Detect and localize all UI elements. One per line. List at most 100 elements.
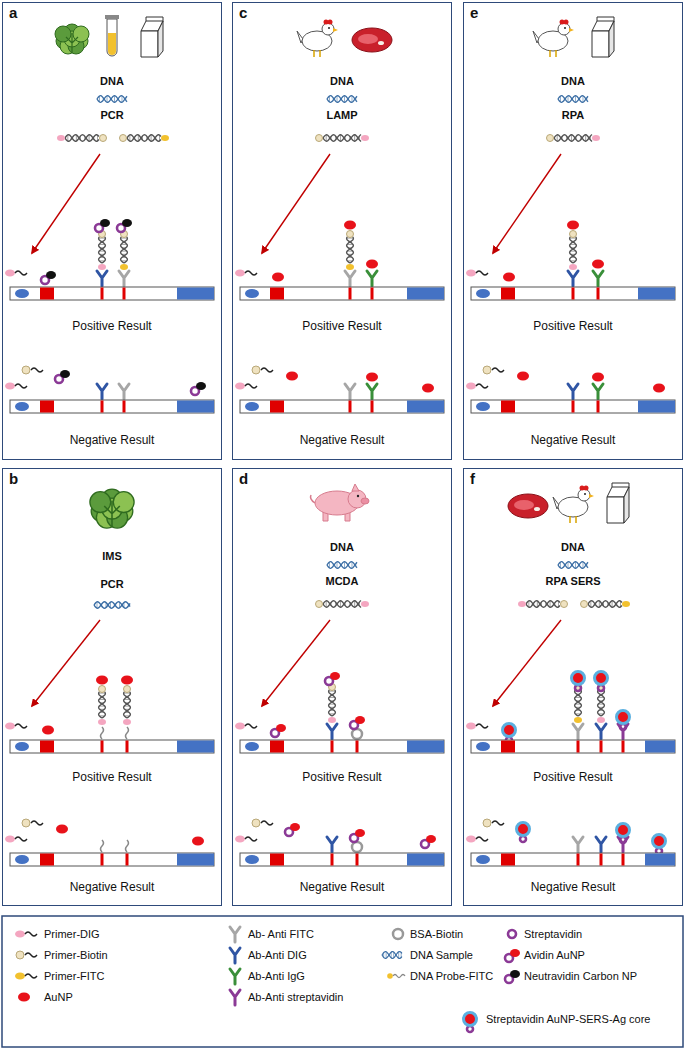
dna-helix bbox=[396, 954, 397, 956]
legend-label: BSA-Biotin bbox=[410, 927, 463, 941]
capture-probe bbox=[101, 840, 104, 852]
test-strip bbox=[240, 400, 444, 413]
probe-symbol bbox=[387, 973, 393, 979]
aunp-symbol bbox=[592, 373, 604, 382]
meat-icon bbox=[508, 494, 548, 518]
dna-helix bbox=[554, 135, 592, 142]
biotin-symbol bbox=[22, 819, 43, 827]
avAu-symbol bbox=[421, 835, 436, 848]
panel-letter: f bbox=[470, 472, 475, 486]
dna-helix bbox=[607, 602, 608, 606]
conjugate-pad bbox=[40, 288, 54, 300]
dna-helix bbox=[123, 241, 125, 242]
dna-helix bbox=[588, 601, 622, 608]
sers-symbol bbox=[464, 1013, 477, 1033]
dna-helix bbox=[616, 603, 617, 604]
dna-helix bbox=[561, 137, 562, 140]
meat-icon bbox=[534, 507, 540, 511]
dna-helix bbox=[159, 135, 160, 141]
test-strip bbox=[10, 400, 214, 413]
chicken-icon bbox=[550, 50, 556, 57]
pk-symbol bbox=[98, 719, 106, 725]
dna-helix bbox=[575, 690, 582, 716]
fitc-symbol bbox=[15, 973, 37, 980]
dna-helix bbox=[570, 251, 576, 252]
dna-helix bbox=[571, 564, 572, 566]
dna-helix bbox=[571, 135, 572, 142]
dna-helix bbox=[122, 254, 127, 255]
dna-helix bbox=[327, 96, 357, 103]
dig-symbol bbox=[5, 836, 15, 843]
bsa-symbol bbox=[352, 729, 362, 739]
avAu-symbol bbox=[350, 716, 365, 729]
panel-illustration bbox=[466, 483, 675, 866]
sample-pad bbox=[476, 742, 490, 751]
biotin-symbol bbox=[31, 368, 43, 372]
dna-helix bbox=[329, 96, 330, 102]
dna-helix bbox=[99, 699, 105, 700]
dig-symbol bbox=[466, 836, 488, 843]
abD-symbol bbox=[596, 724, 606, 739]
dna-helix bbox=[327, 562, 357, 569]
dna-helix bbox=[118, 98, 119, 100]
aunp-symbol bbox=[56, 825, 68, 834]
test-line bbox=[371, 288, 374, 300]
abF-symbol bbox=[119, 384, 129, 399]
dna-helix bbox=[127, 135, 161, 142]
carbon-symbol bbox=[41, 271, 56, 284]
flow-arrow bbox=[262, 154, 330, 253]
dig-symbol bbox=[5, 836, 27, 843]
result-label: Positive Result bbox=[3, 770, 221, 784]
chicken-icon bbox=[570, 516, 576, 523]
dna-helix bbox=[329, 697, 335, 698]
dna-helix bbox=[125, 98, 126, 100]
abD-symbol bbox=[327, 837, 337, 852]
dna-helix bbox=[121, 237, 128, 263]
dna-helix bbox=[100, 712, 105, 713]
abD-symbol bbox=[568, 271, 578, 286]
dna-helix bbox=[94, 602, 130, 608]
carton-icon bbox=[158, 21, 163, 57]
bg-symbol bbox=[561, 601, 568, 608]
abD-symbol bbox=[327, 724, 337, 739]
dna-helix bbox=[99, 260, 105, 261]
conjugate-pad bbox=[270, 401, 284, 413]
biotin-symbol bbox=[16, 951, 37, 959]
method-label: RPA SERS bbox=[464, 574, 682, 588]
test-strip bbox=[471, 287, 675, 300]
dna-helix bbox=[142, 136, 143, 141]
dna-helix bbox=[570, 237, 577, 263]
dna-helix bbox=[598, 690, 605, 716]
abS-symbol bbox=[618, 724, 628, 739]
avAu-symbol bbox=[325, 672, 340, 685]
sample-pad bbox=[476, 855, 490, 864]
dna-helix bbox=[603, 602, 604, 607]
abF-symbol bbox=[119, 271, 129, 286]
absorbent-pad bbox=[407, 854, 444, 866]
dna-helix bbox=[526, 601, 560, 608]
carbon-symbol bbox=[95, 219, 110, 232]
dna-helix bbox=[598, 713, 604, 714]
sample-pad bbox=[245, 289, 259, 298]
test-line bbox=[577, 741, 580, 753]
panel-box: aDNAPCRPositive ResultNegative Result bbox=[2, 2, 222, 460]
pk-symbol bbox=[98, 264, 106, 270]
dna-helix bbox=[528, 601, 529, 608]
biotin-symbol bbox=[22, 366, 43, 374]
dna-helix bbox=[590, 601, 591, 608]
dna-helix bbox=[122, 257, 127, 258]
meat-icon bbox=[508, 494, 548, 518]
dna-helix bbox=[100, 709, 105, 710]
dna-helix bbox=[580, 136, 581, 139]
carton-icon bbox=[141, 31, 158, 57]
chicken-icon bbox=[564, 27, 566, 29]
dna-helix bbox=[598, 690, 605, 716]
dna-helix bbox=[99, 237, 106, 263]
dna-helix bbox=[558, 96, 588, 103]
test-line bbox=[101, 741, 104, 753]
dig-symbol bbox=[466, 270, 488, 277]
pk-symbol bbox=[597, 717, 605, 723]
dig-symbol bbox=[15, 271, 27, 275]
yl-symbol bbox=[346, 264, 354, 270]
sample-pad bbox=[245, 855, 259, 864]
